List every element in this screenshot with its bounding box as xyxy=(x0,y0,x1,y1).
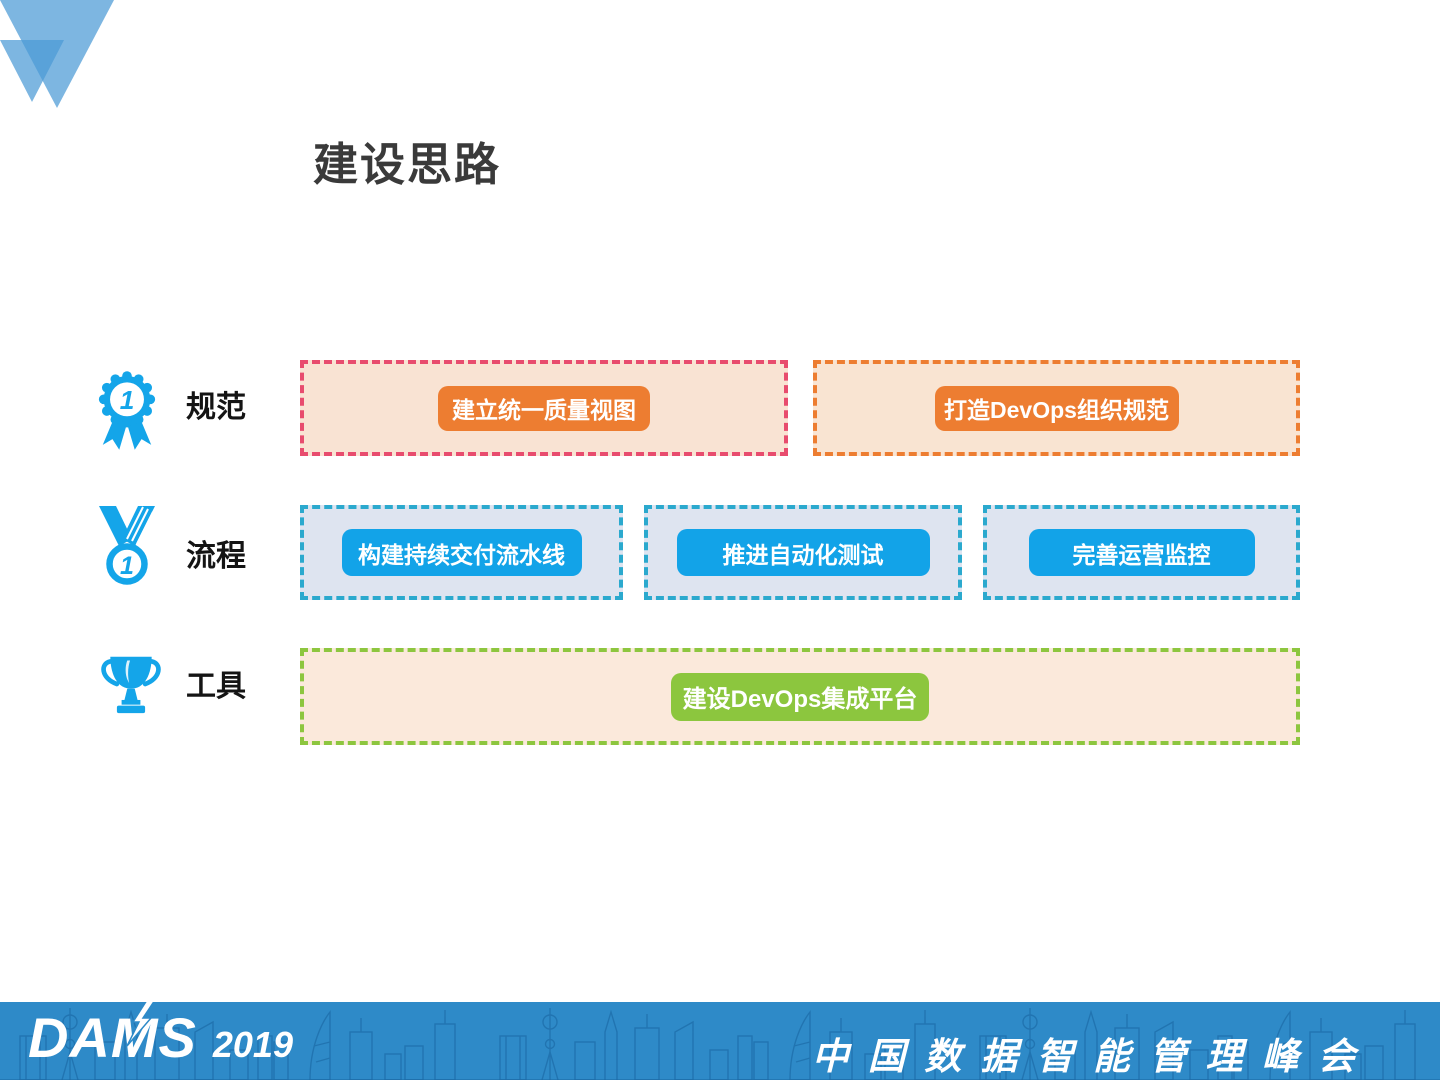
footer-year: 2019 xyxy=(212,1024,293,1065)
rosette-number: 1 xyxy=(120,385,135,415)
medal-icon: 1 xyxy=(95,506,159,593)
conference-name: 中 国 数 据 智 能 管 理 峰 会 xyxy=(811,1037,1360,1078)
dashed-group-devops-org: 打造DevOps组织规范 xyxy=(813,360,1300,456)
row-label-process: 流程 xyxy=(186,540,246,573)
row-label-standards: 规范 xyxy=(186,391,246,424)
button-operation-monitoring[interactable]: 完善运营监控 xyxy=(1028,529,1255,576)
dashed-group-devops-platform: 建设DevOps集成平台 xyxy=(300,648,1300,745)
dams-logo: DAMS xyxy=(28,1002,197,1070)
rosette-badge-icon: 1 xyxy=(95,368,159,457)
button-unified-quality-view[interactable]: 建立统一质量视图 xyxy=(438,385,650,431)
corner-triangles-logo xyxy=(0,0,114,108)
button-devops-platform[interactable]: 建设DevOps集成平台 xyxy=(671,672,929,721)
dashed-group-pipeline: 构建持续交付流水线 xyxy=(300,505,623,600)
button-automated-testing[interactable]: 推进自动化测试 xyxy=(676,529,930,576)
button-devops-org-standard[interactable]: 打造DevOps组织规范 xyxy=(934,385,1179,431)
dashed-group-quality-view: 建立统一质量视图 xyxy=(300,360,788,456)
medal-number: 1 xyxy=(120,552,134,580)
page-title: 建设思路 xyxy=(313,139,502,190)
lightning-bolt-icon xyxy=(126,1002,155,1047)
footer-bar: DAMS 2019 中 国 数 据 智 能 管 理 峰 会 xyxy=(0,1002,1440,1080)
dashed-group-auto-test: 推进自动化测试 xyxy=(644,505,962,600)
row-label-tools: 工具 xyxy=(186,670,246,703)
dashed-group-ops-monitor: 完善运营监控 xyxy=(983,505,1300,600)
trophy-icon xyxy=(99,653,163,720)
footer-brand-row: DAMS 2019 xyxy=(28,1002,293,1070)
button-cd-pipeline[interactable]: 构建持续交付流水线 xyxy=(341,529,582,576)
dams-logo-text: DAMS xyxy=(28,1006,197,1069)
